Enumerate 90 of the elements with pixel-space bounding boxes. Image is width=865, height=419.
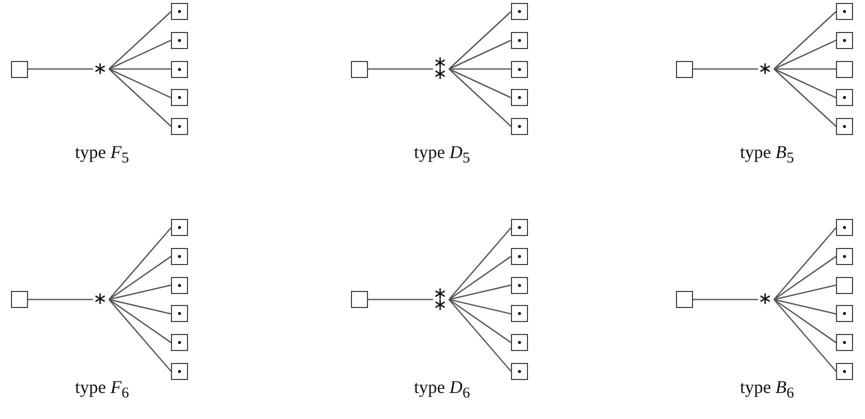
- edge-line: [774, 227, 836, 300]
- edge-line: [108, 298, 172, 344]
- edge-line: [448, 227, 512, 300]
- type-caption: type B$_{5}$: [740, 142, 794, 168]
- edge-line: [774, 68, 836, 127]
- star-vertex: ∗ ∗: [433, 58, 447, 80]
- dotted-square: [171, 89, 188, 106]
- edge-line: [774, 40, 836, 70]
- type-caption: type F$_{5}$: [75, 142, 129, 168]
- star-vertex: ∗: [93, 294, 107, 305]
- dotted-square: [511, 362, 528, 380]
- edge-line: [28, 68, 93, 70]
- dotted-square: [511, 60, 528, 78]
- empty-square: [836, 276, 853, 294]
- dotted-square: [171, 276, 188, 294]
- type-caption: type D$_{6}$: [414, 377, 470, 403]
- dotted-square: [836, 334, 853, 352]
- edge-line: [448, 298, 512, 314]
- dotted-square: [171, 362, 188, 380]
- dotted-square: [511, 276, 528, 294]
- edge-line: [448, 256, 512, 300]
- edge-line: [108, 256, 172, 300]
- edge-line: [448, 68, 512, 127]
- edge-line: [774, 298, 836, 344]
- dotted-square: [511, 32, 528, 49]
- dotted-square: [511, 118, 528, 135]
- empty-square: [836, 60, 853, 78]
- dotted-square: [511, 334, 528, 352]
- edge-line: [108, 298, 172, 314]
- edge-line: [28, 298, 93, 300]
- root-square: [676, 60, 693, 78]
- edge-line: [108, 284, 172, 300]
- dotted-square: [171, 305, 188, 322]
- dotted-square: [511, 3, 528, 20]
- dotted-square: [171, 248, 188, 265]
- edge-line: [774, 256, 836, 300]
- edge-line: [108, 68, 172, 98]
- edge-line: [774, 299, 836, 372]
- edge-line: [448, 284, 512, 300]
- edge-line: [109, 68, 171, 70]
- dotted-square: [836, 305, 853, 322]
- dotted-square: [171, 3, 188, 20]
- dotted-square: [171, 118, 188, 135]
- dotted-square: [836, 362, 853, 380]
- type-caption: type B$_{6}$: [740, 377, 794, 403]
- root-square: [351, 291, 368, 308]
- dotted-square: [511, 89, 528, 106]
- dotted-square: [171, 219, 188, 236]
- star-vertex: ∗: [93, 64, 107, 74]
- edge-line: [774, 11, 836, 70]
- edge-line: [693, 68, 758, 70]
- star-vertex: ∗ ∗: [433, 288, 447, 310]
- dotted-square: [836, 3, 853, 20]
- edge-line: [368, 298, 433, 300]
- type-caption: type D$_{5}$: [414, 142, 470, 168]
- edge-line: [774, 298, 836, 314]
- root-square: [351, 60, 368, 78]
- edge-line: [774, 284, 836, 300]
- dotted-square: [836, 89, 853, 106]
- dotted-square: [836, 32, 853, 49]
- root-square: [11, 60, 28, 78]
- edge-line: [448, 299, 512, 372]
- dotted-square: [171, 334, 188, 352]
- edge-line: [108, 11, 172, 70]
- edge-line: [774, 68, 836, 98]
- dotted-square: [511, 305, 528, 322]
- dotted-square: [511, 219, 528, 236]
- star-vertex: ∗: [758, 294, 772, 305]
- edge-line: [693, 298, 758, 300]
- root-square: [11, 291, 28, 308]
- edge-line: [448, 40, 512, 70]
- type-caption: type F$_{6}$: [75, 377, 129, 403]
- root-square: [676, 291, 693, 308]
- edge-line: [448, 68, 512, 98]
- edge-line: [448, 298, 512, 344]
- edge-line: [108, 299, 172, 372]
- dotted-square: [836, 248, 853, 265]
- dotted-square: [511, 248, 528, 265]
- edge-line: [449, 68, 511, 70]
- dotted-square: [171, 60, 188, 78]
- dotted-square: [836, 219, 853, 236]
- edge-line: [448, 11, 512, 70]
- edge-line: [774, 68, 836, 70]
- edge-line: [108, 68, 172, 127]
- star-vertex: ∗: [758, 64, 772, 74]
- edge-line: [368, 68, 433, 70]
- dotted-square: [836, 118, 853, 135]
- edge-line: [108, 227, 172, 300]
- dotted-square: [171, 32, 188, 49]
- edge-line: [108, 40, 172, 70]
